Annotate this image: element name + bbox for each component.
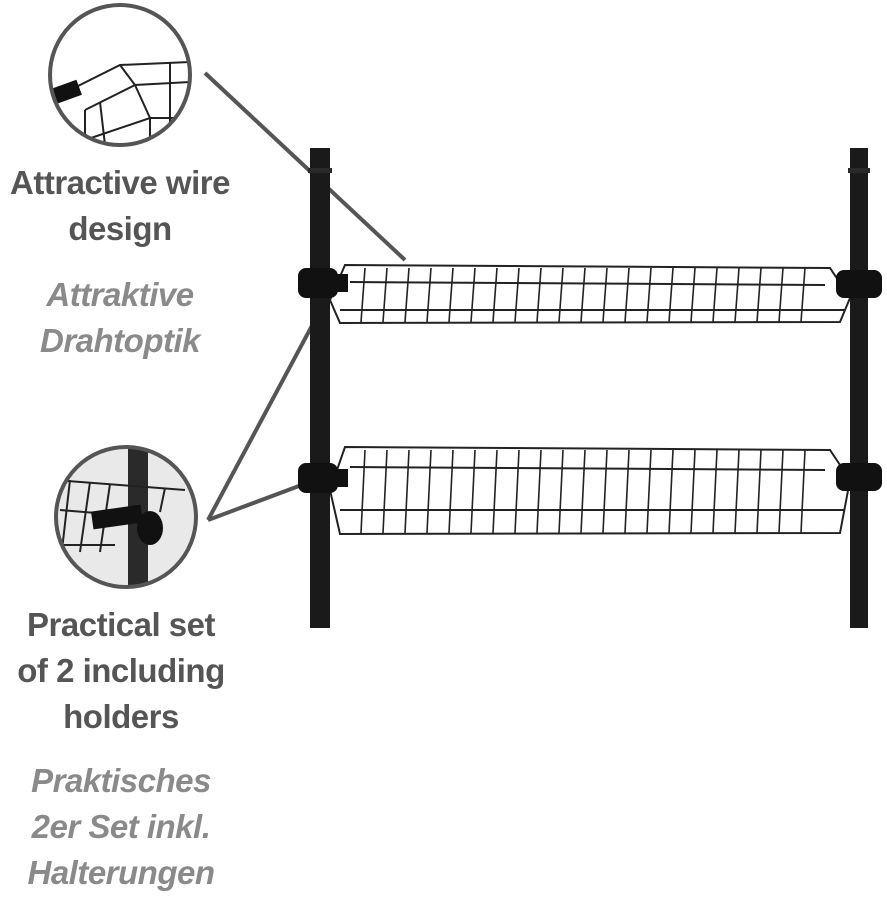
- basket-wire: [492, 449, 498, 534]
- caption-line: of 2 including: [17, 652, 225, 689]
- basket-wire: [448, 449, 454, 534]
- basket-wire: [668, 449, 674, 534]
- basket-wire: [514, 267, 520, 323]
- feature-caption-wire-de: Attraktive Drahtoptik: [0, 272, 240, 364]
- basket-wire: [536, 449, 542, 534]
- basket-wire: [800, 449, 806, 534]
- basket-wire: [668, 267, 674, 323]
- caption-line: Halterungen: [27, 854, 215, 891]
- basket-wire: [778, 267, 784, 323]
- basket-wire: [514, 449, 520, 534]
- basket-wire: [404, 267, 410, 323]
- basket-wire: [558, 267, 564, 323]
- detail-circle-wire: [48, 3, 192, 147]
- caption-line: Drahtoptik: [40, 322, 201, 359]
- caption-line: 2er Set inkl.: [31, 808, 211, 845]
- basket-wire: [624, 267, 630, 323]
- basket-wire: [580, 267, 586, 323]
- caption-line: holders: [63, 698, 179, 735]
- basket-wire: [558, 449, 564, 534]
- basket-wire: [778, 449, 784, 534]
- basket-wire: [470, 267, 476, 323]
- basket-wire: [734, 449, 740, 534]
- right-pole: [848, 148, 870, 628]
- basket-wire: [646, 267, 652, 323]
- basket-wire: [492, 267, 498, 323]
- basket-wire: [756, 449, 762, 534]
- basket-wire: [602, 267, 608, 323]
- detail-circle-holder: [54, 445, 198, 589]
- basket-wire: [690, 449, 696, 534]
- caption-line: Attraktive: [46, 276, 194, 313]
- lower-right-holder: [836, 463, 882, 491]
- caption-line: Practical set: [27, 606, 215, 643]
- left-pole: [308, 148, 332, 628]
- basket-wire: [800, 267, 806, 323]
- basket-wire: [360, 267, 366, 323]
- basket-wire: [756, 267, 762, 323]
- basket-wire: [382, 449, 388, 534]
- basket-wire: [426, 449, 432, 534]
- basket-wire: [470, 449, 476, 534]
- feature-caption-set-de: Praktisches 2er Set inkl. Halterungen: [0, 758, 242, 896]
- basket-wire: [448, 267, 454, 323]
- basket-wire: [602, 449, 608, 534]
- lower-wire-basket: [328, 445, 852, 536]
- lower-left-holder: [298, 463, 348, 493]
- upper-wire-basket: [328, 263, 852, 325]
- basket-wire: [712, 267, 718, 323]
- basket-wire: [712, 449, 718, 534]
- callout-line-top: [203, 71, 407, 262]
- basket-wire: [404, 449, 410, 534]
- callout-line-bottom-a: [206, 291, 332, 521]
- callout-line-bottom-b: [207, 478, 316, 522]
- basket-wire: [734, 267, 740, 323]
- basket-wire: [690, 267, 696, 323]
- feature-caption-wire-en: Attractive wire design: [0, 160, 240, 252]
- upper-right-holder: [836, 270, 882, 298]
- basket-wire: [360, 449, 366, 534]
- feature-caption-set-en: Practical set of 2 including holders: [0, 602, 242, 740]
- basket-wire: [536, 267, 542, 323]
- basket-wire: [646, 449, 652, 534]
- caption-line: Attractive wire: [10, 164, 230, 201]
- caption-line: design: [68, 210, 172, 247]
- basket-wire: [624, 449, 630, 534]
- upper-left-holder: [298, 268, 348, 298]
- basket-wire: [426, 267, 432, 323]
- basket-wire: [382, 267, 388, 323]
- basket-wire: [580, 449, 586, 534]
- caption-line: Praktisches: [31, 762, 211, 799]
